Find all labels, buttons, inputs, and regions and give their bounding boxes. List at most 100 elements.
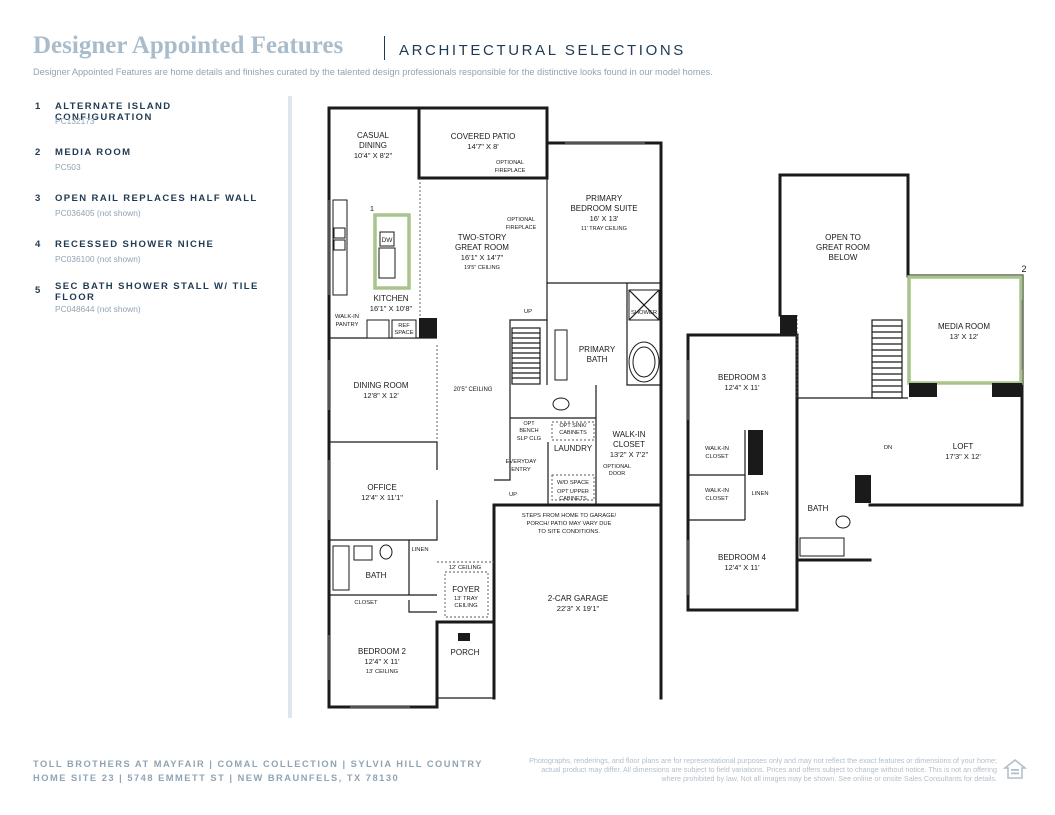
label-covered-patio-dim: 14'7" X 8' bbox=[467, 142, 499, 151]
label-steps-note-3: TO SITE CONDITIONS. bbox=[538, 529, 600, 535]
label-everyday-entry-2: ENTRY bbox=[511, 467, 531, 473]
label-great-room: TWO-STORY bbox=[458, 233, 507, 242]
label-great-room-ceiling: 19'5" CEILING bbox=[464, 265, 500, 271]
label-primary-suite-dim: 16' X 13' bbox=[590, 214, 619, 223]
selection-number: 2 bbox=[35, 147, 41, 158]
label-covered-patio: COVERED PATIO bbox=[451, 132, 516, 141]
label-walk-in-closet-2: CLOSET bbox=[613, 440, 645, 449]
label-primary-suite-ceiling: 11' TRAY CEILING bbox=[581, 226, 627, 232]
label-wic-b3-2: CLOSET bbox=[705, 454, 729, 460]
label-walk-in-closet: WALK-IN bbox=[612, 430, 645, 439]
stairs-upper bbox=[871, 319, 903, 399]
label-opt-upper-2: CABINETS bbox=[559, 496, 587, 502]
page-title: Designer Appointed Features bbox=[33, 32, 344, 59]
label-garage: 2-CAR GARAGE bbox=[548, 594, 608, 603]
label-garage-dim: 22'3" X 19'1" bbox=[557, 604, 600, 613]
label-shower: SHOWER bbox=[631, 310, 657, 316]
label-optional-door: OPTIONAL bbox=[603, 464, 631, 470]
label-open-to-below: OPEN TO bbox=[825, 233, 861, 242]
label-media-room: MEDIA ROOM bbox=[938, 322, 990, 331]
label-ref-space-2: SPACE bbox=[394, 330, 413, 336]
marker-2: 2 bbox=[1021, 264, 1026, 274]
selection-code: PC036100 (not shown) bbox=[55, 254, 141, 264]
label-media-room-dim: 13' X 12' bbox=[950, 332, 979, 341]
label-opt-fireplace-mid: OPTIONAL bbox=[507, 217, 535, 223]
label-ceiling-12: 12' CEILING bbox=[449, 565, 482, 571]
label-steps-note: STEPS FROM HOME TO GARAGE/ bbox=[522, 513, 617, 519]
label-primary-bath: PRIMARY bbox=[579, 345, 616, 354]
label-ceiling-205: 20'5" CEILING bbox=[454, 387, 493, 393]
label-closet-1: CLOSET bbox=[354, 600, 378, 606]
selection-name: OPEN RAIL REPLACES HALF WALL bbox=[55, 193, 258, 204]
label-wic-b4-2: CLOSET bbox=[705, 496, 729, 502]
label-office-dim: 12'4" X 11'1" bbox=[361, 493, 403, 502]
label-opt-sink: OPT SINK/ bbox=[559, 423, 587, 429]
label-slp-clg: SLP CLG bbox=[517, 436, 542, 442]
label-loft-dim: 17'3" X 12' bbox=[945, 452, 981, 461]
label-opt-upper: OPT UPPER bbox=[557, 489, 589, 495]
label-wic-b3: WALK-IN bbox=[705, 446, 729, 452]
equal-housing-icon bbox=[1003, 758, 1027, 779]
label-wic-b4: WALK-IN bbox=[705, 488, 729, 494]
label-wd-space: W/D SPACE bbox=[557, 480, 589, 486]
label-primary-bath-2: BATH bbox=[587, 355, 608, 364]
label-pantry-2: PANTRY bbox=[336, 322, 359, 328]
label-pantry: WALK-IN bbox=[335, 314, 359, 320]
label-bath-1: BATH bbox=[366, 571, 387, 580]
page-subtitle: ARCHITECTURAL SELECTIONS bbox=[399, 42, 686, 59]
label-linen-1: LINEN bbox=[411, 547, 428, 553]
selection-code: PC048644 (not shown) bbox=[55, 304, 141, 314]
label-opt-fireplace-mid-2: FIREPLACE bbox=[506, 225, 537, 231]
room-labels: 1 2 CASUAL DINING 10'4" X 8'2" COVERED P… bbox=[335, 131, 1026, 675]
label-bedroom-2-dim: 12'4" X 11' bbox=[365, 657, 401, 666]
label-stair-up: UP bbox=[524, 309, 532, 315]
label-casual-dining: CASUAL bbox=[357, 131, 390, 140]
label-laundry: LAUNDRY bbox=[554, 444, 593, 453]
second-floor bbox=[686, 173, 1024, 612]
label-bedroom-3: BEDROOM 3 bbox=[718, 373, 767, 382]
label-foyer-2: 13' TRAY bbox=[454, 596, 478, 602]
marker-1: 1 bbox=[370, 204, 374, 213]
selection-name: MEDIA ROOM bbox=[55, 147, 132, 158]
label-bedroom-2: BEDROOM 2 bbox=[358, 647, 407, 656]
first-floor bbox=[327, 106, 663, 709]
label-bedroom-4-dim: 12'4" X 11' bbox=[725, 563, 761, 572]
label-bedroom-2-ceiling: 13' CEILING bbox=[366, 669, 399, 675]
title-separator bbox=[384, 36, 385, 60]
selection-name: ALTERNATE ISLAND CONFIGURATION bbox=[55, 101, 172, 123]
media-room-highlight bbox=[907, 275, 1023, 385]
label-casual-dining-dim: 10'4" X 8'2" bbox=[354, 151, 393, 160]
label-bedroom-4: BEDROOM 4 bbox=[718, 553, 767, 562]
island-highlight bbox=[373, 213, 411, 290]
label-primary-suite-2: BEDROOM SUITE bbox=[570, 204, 637, 213]
label-everyday-entry: EVERYDAY bbox=[505, 459, 536, 465]
label-open-to-below-3: BELOW bbox=[829, 253, 858, 262]
selection-number: 1 bbox=[35, 101, 41, 112]
label-casual-dining-2: DINING bbox=[359, 141, 387, 150]
selection-number: 4 bbox=[35, 239, 41, 250]
label-opt-sink-2: CABINETS bbox=[559, 430, 587, 436]
label-porch: PORCH bbox=[451, 648, 480, 657]
label-opt-fireplace-top-2: FIREPLACE bbox=[495, 168, 526, 174]
label-linen-2: LINEN bbox=[751, 491, 768, 497]
selection-name: SEC BATH SHOWER STALL W/ TILE FLOOR bbox=[55, 281, 259, 303]
label-dw: DW bbox=[382, 237, 394, 244]
sidebar-divider bbox=[288, 96, 292, 718]
label-opt-bench-2: BENCH bbox=[519, 428, 538, 434]
label-great-room-2: GREAT ROOM bbox=[455, 243, 509, 252]
label-ref-space: REF bbox=[398, 323, 410, 329]
label-dining-room-dim: 12'8" X 12' bbox=[363, 391, 399, 400]
intro-text: Designer Appointed Features are home det… bbox=[33, 67, 713, 77]
label-optional-door-2: DOOR bbox=[609, 471, 626, 477]
label-dining-room: DINING ROOM bbox=[353, 381, 408, 390]
label-primary-suite: PRIMARY bbox=[586, 194, 623, 203]
footer-disclaimer: Photographs, renderings, and floor plans… bbox=[529, 756, 997, 783]
label-opt-bench: OPT bbox=[523, 421, 535, 427]
footer-address: HOME SITE 23 | 5748 EMMETT ST | NEW BRAU… bbox=[33, 773, 400, 783]
label-bath-2: BATH bbox=[808, 504, 829, 513]
selection-code: PC036405 (not shown) bbox=[55, 208, 141, 218]
selection-code: PC503 bbox=[55, 162, 81, 172]
selection-code: PC132173 bbox=[55, 116, 95, 126]
selection-name: RECESSED SHOWER NICHE bbox=[55, 239, 215, 250]
label-garage-up: UP bbox=[509, 492, 517, 498]
